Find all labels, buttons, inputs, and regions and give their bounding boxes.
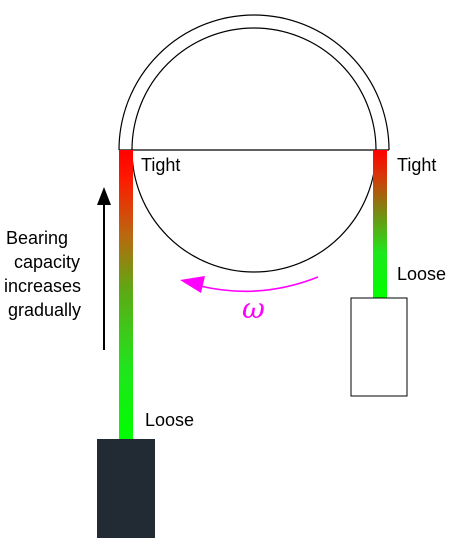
- left-rope: [119, 150, 133, 439]
- bearing-label-line-3: increases: [4, 276, 81, 296]
- tight-label-right: Tight: [397, 155, 436, 175]
- rotation-arrow-head-icon: [180, 276, 205, 293]
- loose-label-right: Loose: [397, 264, 446, 284]
- omega-label: ω: [242, 292, 265, 325]
- pulley-outer-rim: [118, 14, 390, 151]
- bearing-label-line-1: Bearing: [6, 228, 68, 248]
- heavy-weight: [97, 439, 155, 538]
- right-rope: [373, 150, 387, 298]
- bearing-arrow-head-icon: [97, 187, 111, 205]
- bearing-label-line-4: gradually: [8, 300, 81, 320]
- loose-label-left: Loose: [145, 410, 194, 430]
- rotation-arrow-arc: [199, 276, 319, 293]
- bearing-label-line-2: capacity: [14, 252, 80, 272]
- tight-label-left: Tight: [141, 155, 180, 175]
- light-weight: [350, 297, 408, 397]
